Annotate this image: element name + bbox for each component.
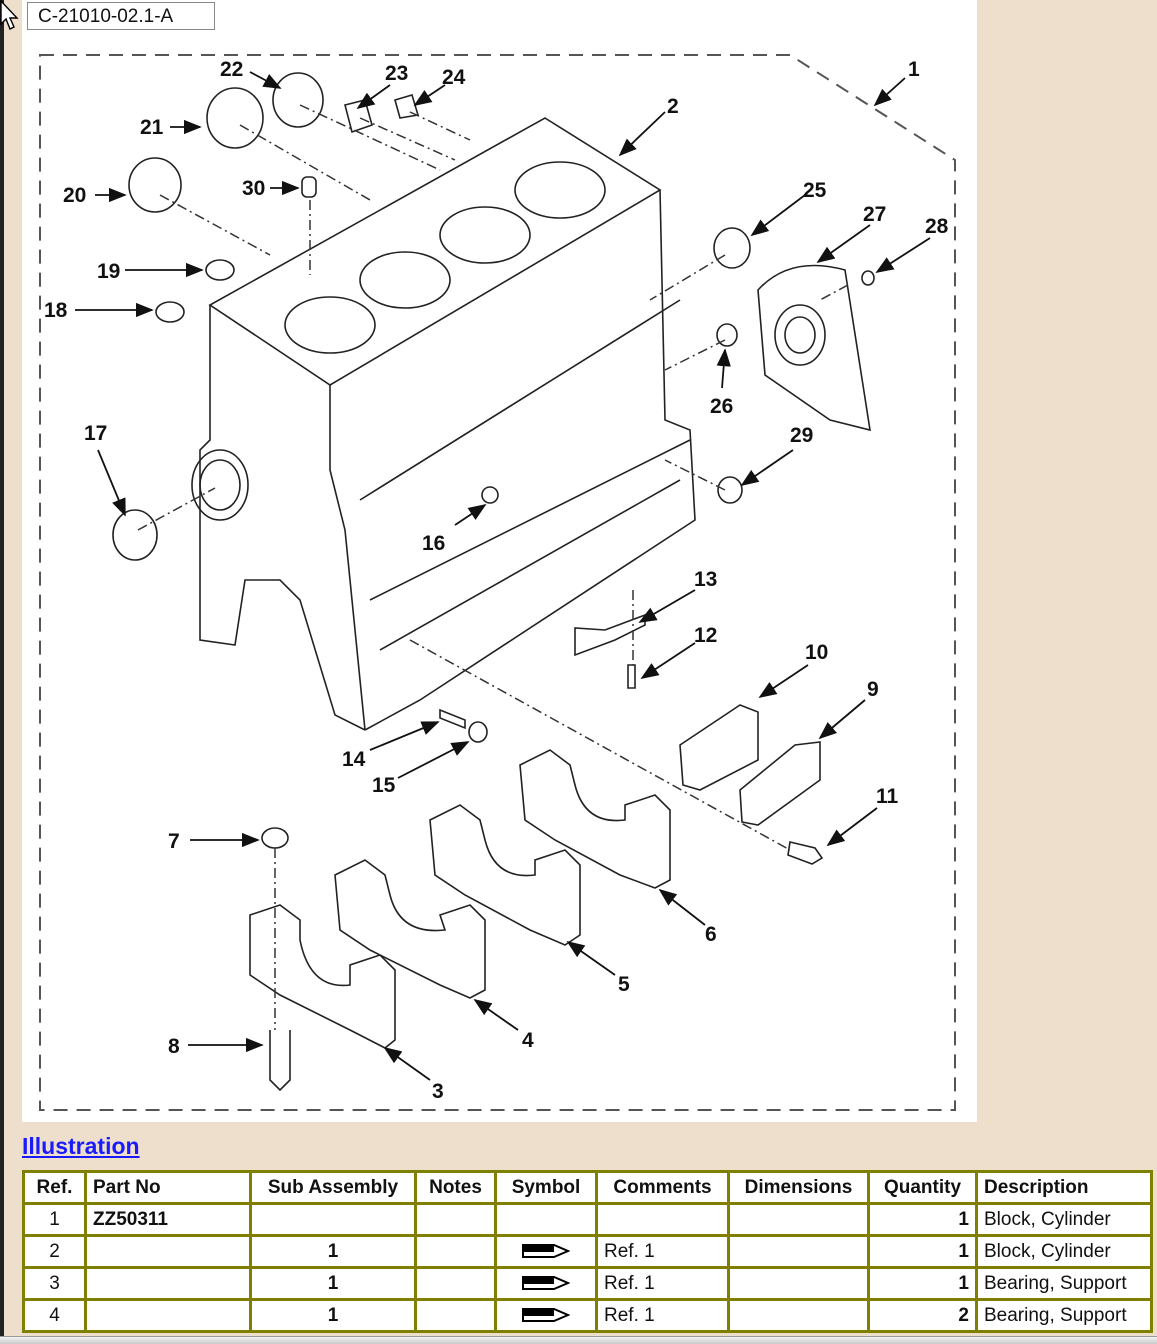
- cell-notes: [414, 1298, 497, 1333]
- callout-26: 26: [710, 395, 733, 418]
- cell-description: Block, Cylinder: [975, 1234, 1153, 1269]
- callout-27: 27: [863, 203, 886, 226]
- cell-ref: 4: [22, 1298, 87, 1333]
- cell-comments: Ref. 1: [595, 1298, 730, 1333]
- callout-21: 21: [140, 116, 164, 139]
- figure-id-label: C-21010-02.1-A: [27, 2, 215, 30]
- callout-18: 18: [44, 299, 68, 322]
- col-ref: Ref.: [22, 1170, 87, 1205]
- cell-sub-assembly: 1: [249, 1298, 417, 1333]
- callout-11: 11: [876, 785, 899, 808]
- col-part-no: Part No: [84, 1170, 252, 1205]
- callout-17: 17: [84, 422, 107, 445]
- pointer-arrow-icon[interactable]: [522, 1242, 570, 1260]
- callout-12: 12: [694, 624, 717, 647]
- callout-19: 19: [97, 260, 120, 283]
- callout-23: 23: [385, 62, 408, 85]
- callout-7: 7: [168, 830, 180, 853]
- bearing-caps: [249, 749, 671, 1092]
- callout-28: 28: [925, 215, 949, 238]
- cell-ref: 1: [22, 1202, 87, 1237]
- callout-22: 22: [220, 58, 243, 81]
- callout-16: 16: [422, 532, 445, 555]
- parts-table: Ref. Part No Sub Assembly Notes Symbol C…: [22, 1170, 1153, 1333]
- leader-arrows: [75, 71, 931, 1081]
- cell-part-no[interactable]: [84, 1266, 252, 1301]
- illustration-link[interactable]: Illustration: [22, 1133, 140, 1159]
- col-dimensions: Dimensions: [727, 1170, 870, 1205]
- callout-10: 10: [805, 641, 828, 664]
- callout-2: 2: [667, 95, 679, 118]
- table-row[interactable]: 4 1 Ref. 1 2 Bearing, Support: [22, 1298, 1153, 1333]
- table-row[interactable]: 2 1 Ref. 1 1 Block, Cylinder: [22, 1234, 1153, 1269]
- cell-comments: Ref. 1: [595, 1234, 730, 1269]
- callout-15: 15: [372, 774, 396, 797]
- cell-part-no[interactable]: ZZ50311: [84, 1202, 252, 1237]
- table-header-row: Ref. Part No Sub Assembly Notes Symbol C…: [22, 1170, 1153, 1205]
- col-symbol: Symbol: [494, 1170, 598, 1205]
- cell-dimensions: [727, 1202, 870, 1237]
- cell-symbol[interactable]: [494, 1266, 598, 1301]
- callout-8: 8: [168, 1035, 180, 1058]
- cell-ref: 2: [22, 1234, 87, 1269]
- callout-1: 1: [908, 58, 920, 81]
- cell-sub-assembly: 1: [249, 1266, 417, 1301]
- cell-part-no[interactable]: [84, 1234, 252, 1269]
- cell-description: Bearing, Support: [975, 1266, 1153, 1301]
- cell-notes: [414, 1234, 497, 1269]
- callout-30: 30: [242, 177, 265, 200]
- cell-quantity: 1: [867, 1266, 978, 1301]
- pointer-arrow-icon[interactable]: [522, 1306, 570, 1324]
- table-row[interactable]: 1 ZZ50311 1 Block, Cylinder: [22, 1202, 1153, 1237]
- cell-ref: 3: [22, 1266, 87, 1301]
- callout-14: 14: [342, 748, 366, 771]
- cell-dimensions: [727, 1266, 870, 1301]
- callout-29: 29: [790, 424, 813, 447]
- cell-sub-assembly: [249, 1202, 417, 1237]
- callout-3: 3: [432, 1080, 444, 1103]
- small-parts: [112, 72, 875, 865]
- cell-sub-assembly: 1: [249, 1234, 417, 1269]
- callout-6: 6: [705, 923, 717, 946]
- callout-5: 5: [618, 973, 630, 996]
- cell-dimensions: [727, 1298, 870, 1333]
- cell-symbol[interactable]: [494, 1234, 598, 1269]
- assembly-boundary: [39, 54, 956, 1111]
- col-quantity: Quantity: [867, 1170, 978, 1205]
- mouse-cursor-icon: [0, 0, 19, 30]
- callout-25: 25: [803, 179, 827, 202]
- horizontal-scrollbar[interactable]: [0, 1336, 1157, 1344]
- callout-labels: 1 2 3 4 5 6 7 8 9 10 11 12 13 14 15 16 1…: [44, 58, 949, 1103]
- col-comments: Comments: [595, 1170, 730, 1205]
- cylinder-block: [191, 117, 696, 731]
- col-description: Description: [975, 1170, 1153, 1205]
- cell-comments: Ref. 1: [595, 1266, 730, 1301]
- centerlines: [137, 104, 849, 1030]
- callout-20: 20: [63, 184, 86, 207]
- cell-description: Block, Cylinder: [975, 1202, 1153, 1237]
- cell-quantity: 1: [867, 1202, 978, 1237]
- pointer-arrow-icon[interactable]: [522, 1274, 570, 1292]
- callout-4: 4: [522, 1029, 534, 1052]
- cell-comments: [595, 1202, 730, 1237]
- cell-dimensions: [727, 1234, 870, 1269]
- callout-24: 24: [442, 66, 466, 89]
- exploded-view-drawing: 1 2 3 4 5 6 7 8 9 10 11 12 13 14 15 16 1…: [39, 54, 956, 1111]
- cell-description: Bearing, Support: [975, 1298, 1153, 1333]
- cell-notes: [414, 1266, 497, 1301]
- cell-symbol: [494, 1202, 598, 1237]
- cell-quantity: 1: [867, 1234, 978, 1269]
- cell-symbol[interactable]: [494, 1298, 598, 1333]
- col-sub-assembly: Sub Assembly: [249, 1170, 417, 1205]
- cell-notes: [414, 1202, 497, 1237]
- callout-9: 9: [867, 678, 879, 701]
- cell-quantity: 2: [867, 1298, 978, 1333]
- col-notes: Notes: [414, 1170, 497, 1205]
- cell-part-no[interactable]: [84, 1298, 252, 1333]
- callout-13: 13: [694, 568, 717, 591]
- window-edge: [0, 0, 4, 1343]
- table-row[interactable]: 3 1 Ref. 1 1 Bearing, Support: [22, 1266, 1153, 1301]
